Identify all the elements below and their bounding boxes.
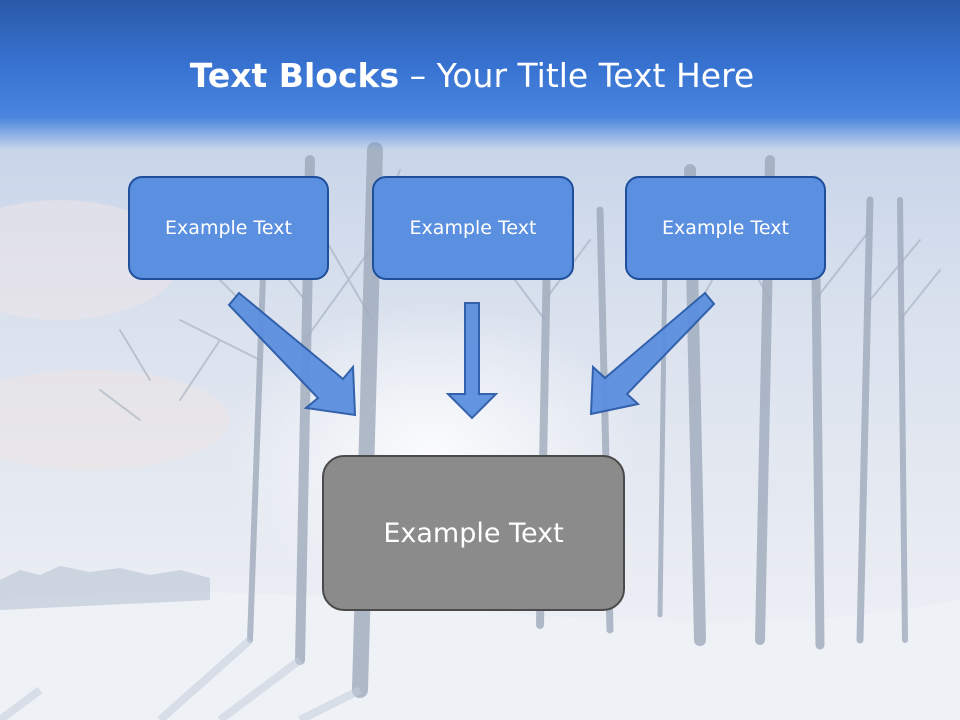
text-block-center-label: Example Text	[409, 217, 537, 239]
title-separator: –	[399, 56, 437, 95]
text-block-bottom[interactable]: Example Text	[322, 455, 625, 611]
text-block-right-label: Example Text	[662, 217, 789, 239]
text-block-right[interactable]: Example Text	[625, 176, 826, 280]
text-block-center[interactable]: Example Text	[372, 176, 574, 280]
text-block-bottom-label: Example Text	[383, 517, 564, 549]
text-block-left-label: Example Text	[165, 217, 292, 239]
title-rest: Your Title Text Here	[436, 56, 755, 95]
text-block-left[interactable]: Example Text	[128, 176, 329, 280]
title-header-band	[0, 0, 960, 150]
title-bold-part: Text Blocks	[189, 56, 400, 95]
slide-title: Text Blocks – Your Title Text Here	[0, 52, 944, 100]
